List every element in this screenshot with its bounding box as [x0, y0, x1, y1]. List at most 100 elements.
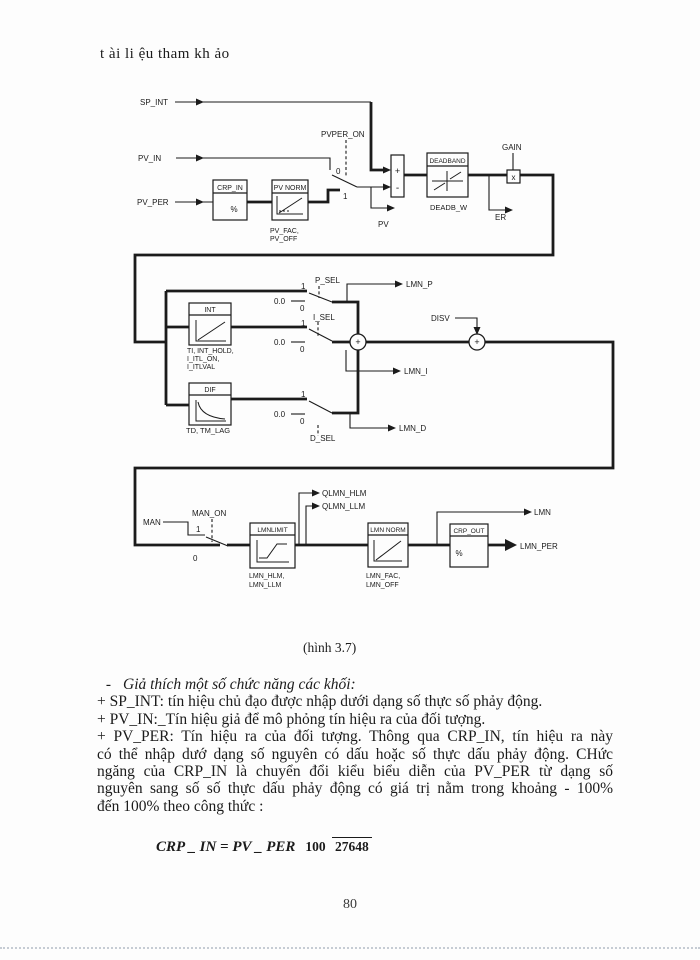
pv-in-label: PV_IN	[138, 154, 161, 163]
p-sel-00: 0.0	[274, 297, 286, 306]
crp-in-block	[212, 179, 248, 221]
i-sel-00: 0.0	[274, 338, 286, 347]
sum-circle-pid	[349, 333, 367, 351]
figure-caption: (hình 3.7)	[303, 640, 357, 655]
heading-text: Giả thích một số chức năng các khối:	[123, 676, 356, 693]
lmn-norm-ramp-icon	[373, 540, 402, 562]
d-sel-00: 0.0	[274, 410, 286, 419]
pvper-on-label: PVPER_ON	[321, 130, 365, 139]
er-label: ER	[495, 213, 506, 222]
lmn-label: LMN	[534, 508, 551, 517]
body-line: + PV_IN:_Tín hiệu giả để mô phỏng tín hi…	[97, 710, 486, 728]
body-line: ngăng của CRP_IN là chuyển đổi kiểu biểu…	[97, 763, 613, 781]
sp-int-label: SP_INT	[140, 98, 168, 107]
qlmn-llm-label: QLMN_LLM	[322, 502, 365, 511]
lmn-off-label: LMN_OFF	[366, 582, 399, 589]
lmn-d-label: LMN_D	[399, 424, 426, 433]
bottom-dotted-rule	[0, 947, 700, 949]
sum-minus-sign: -	[396, 183, 399, 194]
lmn-i-label: LMN_I	[404, 367, 428, 376]
thick-wires	[133, 102, 615, 547]
sum-block	[390, 154, 405, 198]
d-sel-0: 0	[300, 417, 305, 426]
sum2-plus-sign: +	[474, 337, 479, 347]
body-heading: - Giả thích một số chức năng các khối:	[97, 676, 613, 693]
crp-in-percent: %	[230, 205, 237, 214]
sum-plus-sign: +	[395, 166, 400, 176]
d-sel-1: 1	[301, 390, 306, 399]
gain-label: GAIN	[502, 143, 522, 152]
crp-out-percent: %	[455, 549, 462, 558]
lmn-p-label: LMN_P	[406, 280, 433, 289]
lmn-hlm-label: LMN_HLM,	[249, 573, 284, 580]
lmn-norm-block	[367, 522, 409, 568]
header-text: t ài li ệu tham kh ảo	[100, 46, 230, 62]
param-labels: PV_FAC, PV_OFF DEADB_W TI, INT_HOLD, I_I…	[186, 203, 468, 589]
pv-per-label: PV_PER	[137, 198, 169, 207]
body-text: - Giả thích một số chức năng các khối: +…	[97, 676, 613, 815]
lmnlimit-title: LMNLIMIT	[257, 527, 287, 534]
pv-norm-ramp-icon	[276, 196, 303, 215]
heading-bullet: -	[105, 676, 111, 693]
formula-denominator: 27648	[332, 837, 372, 855]
pv-norm-block	[271, 179, 309, 221]
body-line: nguyên sang số số thực dấu phảy động có …	[97, 780, 613, 798]
operator-symbols: + - x + + % %	[230, 166, 515, 558]
int-params3: I_ITLVAL	[187, 364, 215, 371]
pv-fac-label: PV_FAC,	[270, 228, 299, 235]
graph-icons	[195, 171, 463, 563]
block-titles: CRP_IN PV NORM DEADBAND INT DIF LMNLIMIT…	[204, 158, 484, 535]
d-sel-label: D_SEL	[310, 434, 336, 443]
sum-circle-disv	[468, 333, 486, 351]
gain-multiplier-box	[506, 169, 521, 184]
switch-state-labels: 0 1 1 0.0 0 1 0.0 0 1 0.0 0 1 0	[193, 167, 348, 563]
crp-out-title: CRP_OUT	[453, 528, 484, 535]
sum1-plus-sign: +	[355, 337, 360, 347]
int-params1: TI, INT_HOLD,	[187, 348, 234, 355]
gain-times-sign: x	[512, 173, 516, 182]
i-sel-label: I_SEL	[313, 313, 335, 322]
deadband-title: DEADBAND	[429, 158, 465, 165]
crp-in-formula: CRP _ IN = PV _ PER 100 27648	[156, 837, 372, 856]
p-sel-1: 1	[301, 282, 306, 291]
formula-fraction: 100 27648	[302, 837, 372, 855]
limiter-curve-icon	[256, 540, 289, 563]
lmn-fac-label: LMN_FAC,	[366, 573, 400, 580]
man-switch-0: 0	[193, 554, 198, 563]
dashed-control-wires	[211, 140, 347, 542]
deadband-curve-icon	[432, 171, 463, 191]
body-line: đến 100% theo công thức :	[97, 797, 264, 815]
lmn-per-label: LMN_PER	[520, 542, 558, 551]
integrator-ramp-icon	[195, 320, 226, 342]
lmn-llm-label: LMN_LLM	[249, 582, 281, 589]
arrowheads	[196, 98, 532, 551]
lmn-norm-title: LMN NORM	[370, 527, 405, 534]
body-line: + PV_PER: Tín hiệu ra của đối tượng. Thô…	[97, 728, 613, 746]
pv-off-label: PV_OFF	[270, 236, 297, 243]
int-title: INT	[204, 307, 216, 314]
formula-lhs: CRP _ IN = PV _ PER	[156, 839, 296, 855]
crp-out-block	[449, 523, 489, 568]
i-sel-1: 1	[301, 319, 306, 328]
crp-in-title: CRP_IN	[217, 185, 243, 192]
thin-wires	[163, 101, 524, 547]
man-label: MAN	[143, 518, 161, 527]
p-sel-0: 0	[300, 304, 305, 313]
disv-label: DISV	[431, 314, 450, 323]
deadb-w-label: DEADB_W	[430, 203, 468, 212]
qlmn-hlm-label: QLMN_HLM	[322, 489, 367, 498]
page-number: 80	[343, 897, 357, 912]
p-sel-label: P_SEL	[315, 276, 340, 285]
i-sel-0: 0	[300, 345, 305, 354]
body-line: có thể nhập dướ dạng số nguyên có dấu ho…	[97, 745, 613, 763]
signal-labels: SP_INT PVPER_ON PV_IN PV_PER PV ER GAIN …	[137, 98, 558, 551]
int-params2: I_ITL_ON,	[187, 356, 219, 363]
man-on-label: MAN_ON	[192, 509, 226, 518]
pvper-switch-1: 1	[343, 192, 348, 201]
pvper-switch-0: 0	[336, 167, 341, 176]
man-switch-1: 1	[196, 525, 201, 534]
pv-label: PV	[378, 220, 389, 229]
pv-norm-title: PV NORM	[274, 185, 307, 192]
dif-params: TD, TM_LAG	[186, 426, 230, 435]
